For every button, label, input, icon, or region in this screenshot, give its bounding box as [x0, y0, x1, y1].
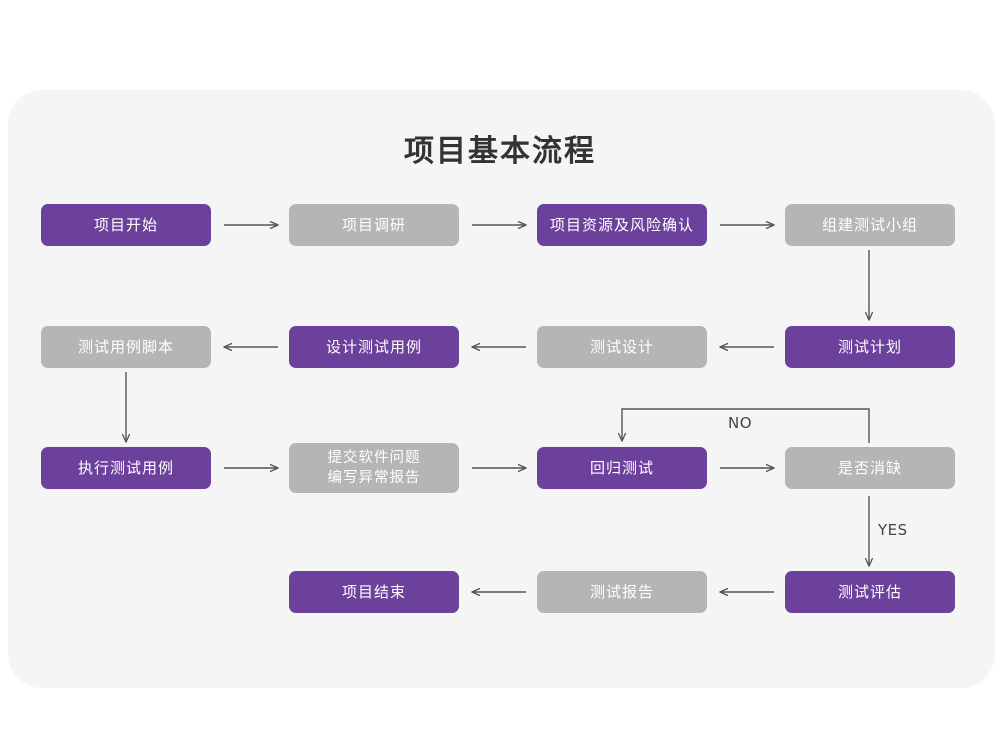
node-project-start[interactable]: 项目开始 — [41, 204, 211, 246]
node-defect-resolved[interactable]: 是否消缺 — [785, 447, 955, 489]
edge-label-no: NO — [728, 414, 753, 432]
node-form-test-team[interactable]: 组建测试小组 — [785, 204, 955, 246]
node-test-design[interactable]: 测试设计 — [537, 326, 707, 368]
node-resource-risk-confirm[interactable]: 项目资源及风险确认 — [537, 204, 707, 246]
node-test-evaluation[interactable]: 测试评估 — [785, 571, 955, 613]
node-submit-defect-report[interactable]: 提交软件问题 编写异常报告 — [289, 443, 459, 493]
page-title: 项目基本流程 — [404, 134, 596, 169]
node-test-plan[interactable]: 测试计划 — [785, 326, 955, 368]
edge-label-yes: YES — [878, 521, 908, 539]
node-regression-test[interactable]: 回归测试 — [537, 447, 707, 489]
node-project-end[interactable]: 项目结束 — [289, 571, 459, 613]
node-test-case-script[interactable]: 测试用例脚本 — [41, 326, 211, 368]
node-test-report[interactable]: 测试报告 — [537, 571, 707, 613]
node-design-test-case[interactable]: 设计测试用例 — [289, 326, 459, 368]
node-project-research[interactable]: 项目调研 — [289, 204, 459, 246]
node-execute-test-case[interactable]: 执行测试用例 — [41, 447, 211, 489]
